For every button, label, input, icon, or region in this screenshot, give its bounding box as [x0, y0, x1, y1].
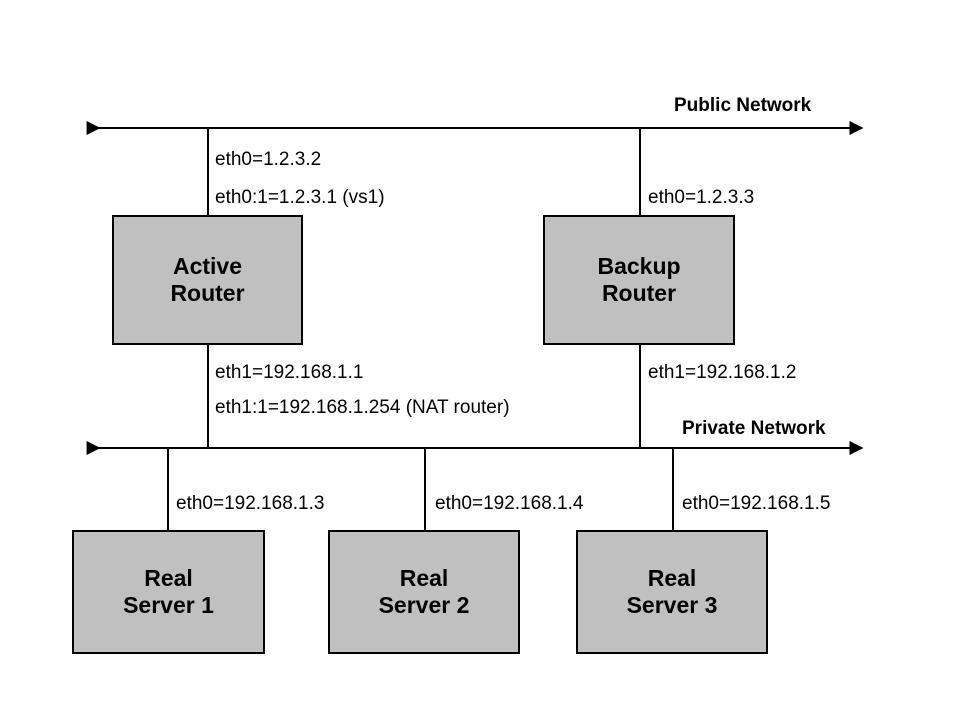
- node-real-server-3[interactable]: Real Server 3: [576, 530, 768, 654]
- node-real-server-1[interactable]: Real Server 1: [72, 530, 265, 654]
- public-network-label: Public Network: [674, 95, 812, 116]
- node-active-router-line2: Router: [170, 280, 245, 306]
- node-real-server-3-line2: Server 3: [626, 592, 718, 618]
- node-backup-router[interactable]: Backup Router: [543, 215, 735, 345]
- annotation-active-router-eth1: eth1=192.168.1.1: [215, 362, 364, 383]
- annotation-real-server-1-eth0: eth0=192.168.1.3: [176, 493, 325, 514]
- annotation-backup-router-eth0: eth0=1.2.3.3: [648, 187, 755, 208]
- node-active-router-line1: Active: [172, 253, 243, 280]
- node-real-server-1-line1: Real: [144, 565, 193, 592]
- node-backup-router-line2: Router: [601, 280, 677, 306]
- node-real-server-2-line1: Real: [399, 565, 449, 592]
- node-real-server-1-line2: Server 1: [123, 592, 214, 618]
- node-real-server-3-line1: Real: [647, 565, 697, 592]
- annotation-active-router-eth0: eth0=1.2.3.2: [215, 149, 322, 170]
- annotation-real-server-2-eth0: eth0=192.168.1.4: [435, 493, 584, 514]
- annotation-active-router-eth1-1: eth1:1=192.168.1.254 (NAT router): [215, 397, 510, 418]
- annotation-real-server-3-eth0: eth0=192.168.1.5: [682, 493, 831, 514]
- private-network-label: Private Network: [682, 418, 826, 439]
- node-backup-router-line1: Backup: [597, 253, 681, 280]
- node-active-router[interactable]: Active Router: [112, 215, 303, 345]
- annotation-active-router-eth0-1: eth0:1=1.2.3.1 (vs1): [215, 187, 385, 208]
- node-real-server-2-line2: Server 2: [378, 592, 470, 618]
- node-real-server-2[interactable]: Real Server 2: [328, 530, 520, 654]
- annotation-backup-router-eth1: eth1=192.168.1.2: [648, 362, 797, 383]
